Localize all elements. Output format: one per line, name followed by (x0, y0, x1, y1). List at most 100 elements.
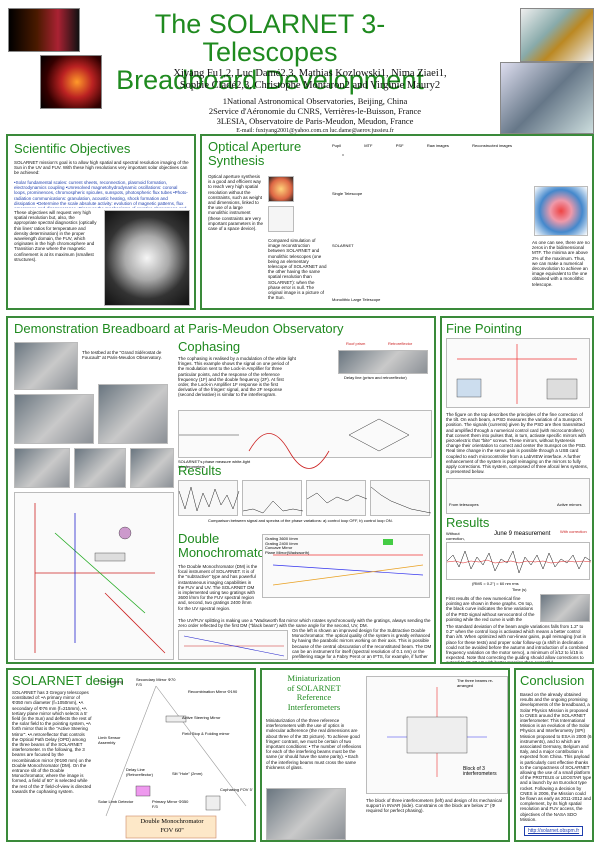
fp-with: With correction (560, 529, 587, 534)
header-solar-image-left (8, 8, 80, 52)
sd-title: SOLARNET design (12, 673, 124, 688)
conc-title: Conclusion (520, 673, 585, 688)
mini-title-3: Reference (296, 692, 332, 702)
sd-label-dm: Double Monochromator (140, 818, 204, 825)
demo-caption: The testbed at the "Grand Sidérostat de … (82, 350, 162, 361)
sd-label-fieldstop: Field Stop & Folding mirror (182, 731, 230, 736)
oas-text2: Compared simulation of image reconstruct… (268, 238, 327, 301)
coph-label-roof: Roof prism (346, 341, 366, 346)
header-satellite-image (520, 8, 594, 62)
oas-col-psf: PSF (395, 143, 404, 148)
coph-prism-image (338, 350, 428, 374)
cophasing-box: Cophasing The cophasing is realised by a… (178, 340, 432, 469)
oas-col-raw: Raw images (426, 143, 449, 148)
fp-june: June 9 measurement (494, 531, 551, 537)
panel-conclusion: Conclusion Based on the already obtained… (514, 668, 594, 842)
authors: Xiyang Fu1,2, Luc Damé2,3, Mathias Kozlo… (140, 68, 480, 92)
email: E-mail: fuxiyang2001@yahoo.com.cn luc.da… (236, 128, 394, 134)
authors-line2: Sophie Cladé2,3, Christophe Montaron2 an… (179, 80, 441, 91)
sd-label-recomb: Recombination Mirror Φ190 (188, 689, 238, 694)
results-plot-c-svg (306, 492, 368, 504)
affil-3: 3LESIA, Observatoire de Paris-Meudon, Me… (216, 116, 414, 126)
page-title: The SOLARNET 3-Telescopes Breadboard Dev… (95, 10, 445, 94)
coph-diagram-svg (179, 418, 410, 469)
dm-text2: The UV/FUV splitting is making use a "Wa… (178, 618, 431, 628)
mini-diagram-svg (387, 687, 487, 777)
sd-label-fov: FOV 60'' (160, 827, 184, 834)
fp-results-plot (446, 542, 592, 580)
sd-diagram: Secondary Mirror Φ70 F/3 Recombination M… (96, 676, 254, 840)
sd-label-primary: Primary Mirror Φ350 F/3 (152, 799, 189, 809)
mini-photo (266, 788, 346, 840)
sd-label-slit: Slit "Hole" (2mm) (172, 771, 203, 776)
mini-label-block: Block of 3 interferometers (463, 766, 497, 777)
affil-1: 1National Astronomical Observatories, Be… (222, 96, 408, 106)
oas-row-solarnet: SOLARNET (332, 243, 354, 248)
results-plot-b-svg (242, 500, 304, 514)
affiliations: 1National Astronomical Observatories, Be… (150, 96, 480, 136)
results-box: Results Comparison between signal and sp… (178, 464, 432, 528)
dm-diagram2-svg (183, 635, 285, 657)
mini-diagram: The three beams re-arranged Block of 3 i… (366, 676, 508, 794)
dm-diagram: Grating 3600 l/mm Grating 2400 l/mm Conc… (262, 534, 430, 598)
fp-active-mirrors: Active mirrors (557, 502, 582, 507)
oas-cell (342, 154, 344, 156)
demo-photo-5 (74, 448, 126, 488)
results-plot-a (178, 480, 240, 516)
oas-mtf-plot (534, 186, 588, 236)
fp-title: Fine Pointing (446, 321, 522, 336)
affil-2: 2Service d'Aéronomie du CNRS, Verrières-… (208, 106, 422, 116)
mini-title-2: of SOLARNET (287, 682, 341, 693)
fp-lens-diagram: From telescopes Active mirrors (446, 478, 590, 514)
coph-label-retro: Retroreflector (388, 341, 413, 346)
oas-col-recon: Reconstructed images (472, 143, 512, 148)
fp-results-plot-svg (446, 550, 592, 574)
sci-text2: These objectives will request very high … (14, 210, 97, 262)
oas-title: Optical Aperture Synthesis (208, 139, 302, 168)
panel-demonstration-breadboard: Demonstration Breadboard at Paris-Meudon… (6, 316, 436, 664)
oas-col-headers: Pupil MTF PSF Raw images Reconstructed i… (332, 143, 512, 149)
demo-photo-4 (14, 448, 70, 488)
coph-text: The cophasing is realised by a modulatio… (178, 356, 296, 398)
results-caption: Comparison between signal and spectra of… (208, 518, 393, 523)
demo-photo-testbed (14, 342, 78, 390)
dm-legend-4: Plane Mirror(Wadsworth) (265, 549, 310, 555)
conc-link[interactable]: http://solarnet.obspm.fr (524, 826, 584, 836)
sd-label-limb: Solar Limb Detector (98, 799, 134, 804)
title-line2: Breadboard Development (116, 65, 424, 95)
mini-title: Miniaturization of SOLARNET Reference In… (266, 673, 362, 712)
results-title: Results (178, 463, 222, 478)
fp-diagram-svg (456, 344, 578, 404)
dm-legend-1: Grating 3600 l/mm (265, 536, 298, 541)
mini-text: Miniaturization of the three reference i… (266, 718, 362, 770)
dm-legend-3: Concave Mirror (265, 545, 293, 551)
sd-label-delay: Delay Line (Retroreflector) (126, 767, 153, 777)
oas-row-mono: Monolithic Large Telescope (332, 297, 381, 302)
double-mono-box: Double Monochromator The Double Monochro… (178, 532, 432, 660)
fp-photo (540, 594, 590, 622)
panel-fine-pointing: Fine Pointing The figure on the top desc… (440, 316, 594, 664)
sci-text1: SOLARNET mission's goal is to allow high… (14, 160, 189, 176)
mini-label-beams: The three beams re-arranged (457, 678, 494, 688)
demo-optical-layout-svg (34, 503, 166, 654)
results-plot-d (370, 480, 432, 516)
coph-diagram (178, 410, 432, 469)
coph-caption: SOLARNET's phase measure white-light int… (178, 459, 251, 469)
dm-text3: On the left is shown an improved design … (292, 628, 432, 660)
conc-text: Based on the already obtained results an… (520, 692, 592, 822)
results-plot-a-svg (178, 486, 240, 512)
results-plot-d-svg (370, 486, 432, 514)
mini-title-4: Interferometers (287, 701, 341, 712)
oas-sun-image (268, 176, 294, 202)
sd-label-steering: Active Steering Mirror (182, 715, 221, 720)
sd-diagram-svg (105, 685, 247, 839)
oas-row-single: Single Telescope (332, 191, 363, 196)
mini-title-1: Miniaturization (287, 673, 341, 683)
dm-legend: Grating 3600 l/mm Grating 2400 l/mm Conc… (265, 536, 310, 555)
mini-caption: The block of three interferometers (left… (366, 798, 502, 814)
dm-title: Double Monochromator (178, 531, 270, 560)
oas-grid (342, 154, 527, 302)
fp-text: The figure on the top describes the prin… (446, 412, 588, 475)
sd-label-flux: Flux Damping (98, 679, 123, 684)
